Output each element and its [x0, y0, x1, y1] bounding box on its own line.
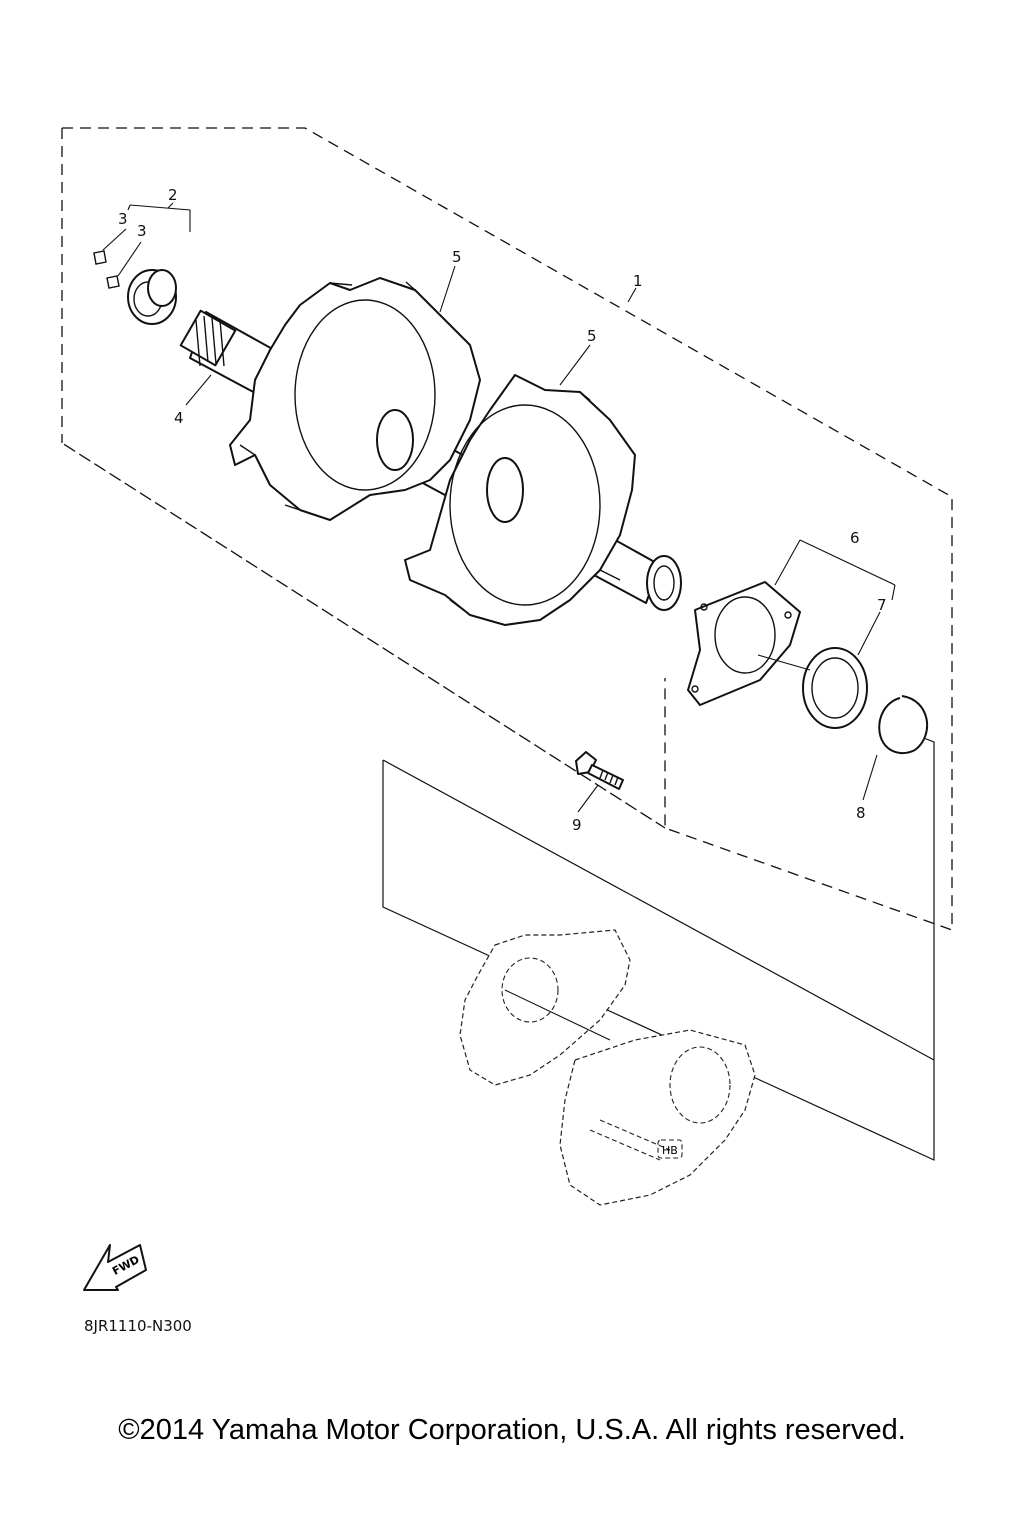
callout-1: 1 [633, 272, 643, 290]
leader-7 [857, 611, 881, 656]
leader-5b [559, 344, 591, 386]
callout-6: 6 [850, 529, 860, 547]
callout-2: 2 [168, 186, 178, 204]
install-guide-line [382, 734, 935, 1161]
bolt-part-9 [575, 751, 624, 790]
bearing-plate-part-6 [687, 581, 801, 706]
ghost-brake-housing [559, 1029, 756, 1206]
sprocket-part-5a [229, 277, 481, 521]
bearing-part-7 [802, 647, 868, 729]
leader-9 [577, 784, 599, 813]
callout-9: 9 [572, 816, 582, 834]
bearing-housing-mark: HB [662, 1144, 678, 1157]
callout-7: 7 [877, 596, 887, 614]
leader-8 [862, 754, 878, 801]
plug-part-3a [93, 250, 107, 265]
callout-3b: 3 [137, 222, 147, 240]
callout-8: 8 [856, 804, 866, 822]
leader-3a [102, 228, 127, 251]
circlip-part-8 [878, 695, 929, 755]
leader-5a [439, 265, 456, 313]
callout-4: 4 [174, 409, 184, 427]
leader-6-bracket [774, 539, 896, 601]
ghost-centerline [504, 989, 611, 1041]
callout-5a: 5 [452, 248, 462, 266]
leader-4 [185, 374, 212, 406]
copyright-notice: ©2014 Yamaha Motor Corporation, U.S.A. A… [118, 1414, 906, 1446]
collar-part-2 [127, 269, 177, 325]
plug-part-3b [106, 275, 120, 289]
assembly-1-boundary [61, 127, 953, 931]
diagram-code: 8JR1110-N300 [84, 1317, 192, 1335]
install-guide-top [382, 759, 935, 1061]
leader-1 [627, 287, 637, 303]
fwd-arrow-icon [83, 1244, 147, 1291]
sprocket-part-5b [404, 374, 636, 626]
callout-3a: 3 [118, 210, 128, 228]
ghost-mounting-plate [459, 929, 631, 1086]
callout-5b: 5 [587, 327, 597, 345]
centerline-6-7 [757, 654, 811, 671]
leader-2-bracket [127, 202, 191, 232]
leader-3b [117, 241, 142, 277]
